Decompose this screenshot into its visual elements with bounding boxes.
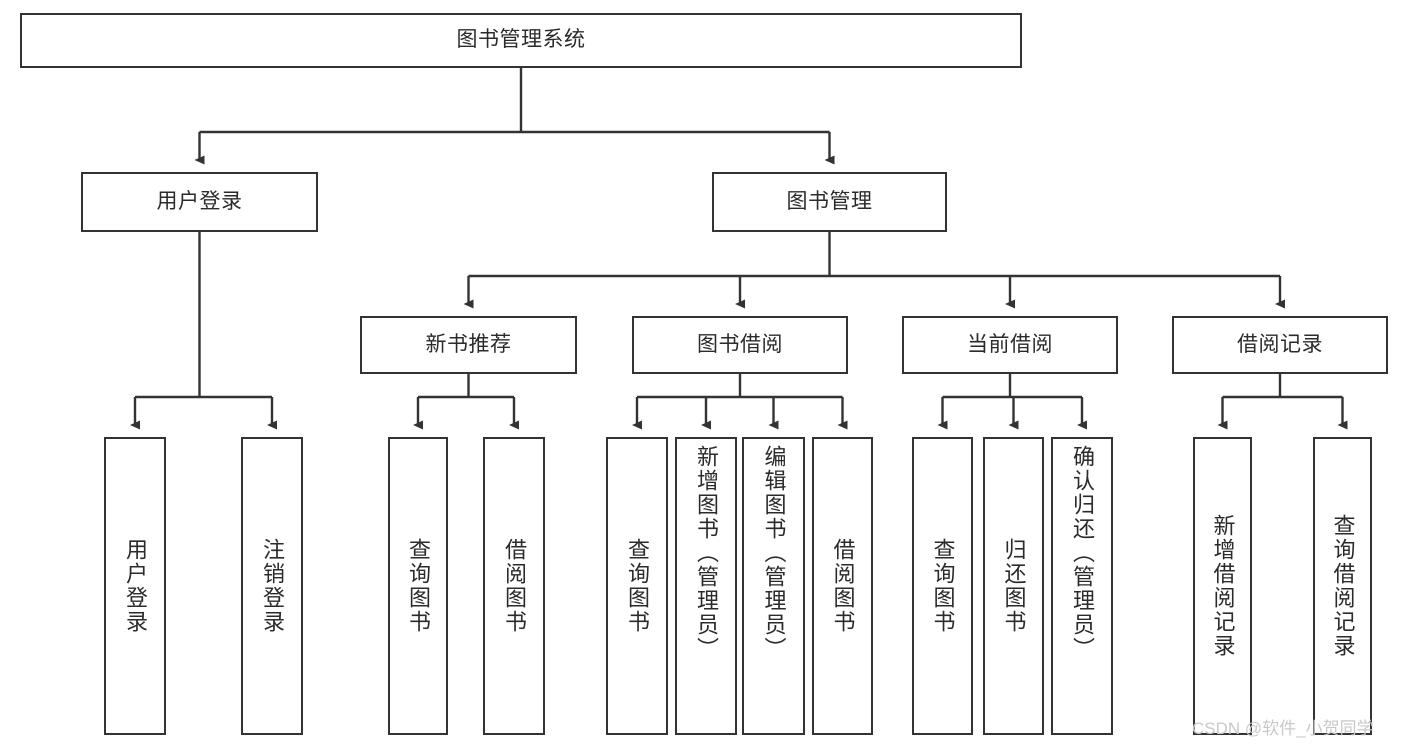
node-label: 查询图书 bbox=[405, 538, 431, 634]
node-leaf-add-book: 新增图书（管理员） bbox=[675, 437, 737, 735]
node-label: 用户登录 bbox=[156, 189, 243, 213]
node-borrow-record: 借阅记录 bbox=[1172, 316, 1388, 374]
node-leaf-confirm-return: 确认归还（管理员） bbox=[1051, 437, 1113, 735]
node-label: 新增图书（管理员） bbox=[693, 445, 719, 661]
node-book-borrow: 图书借阅 bbox=[632, 316, 848, 374]
node-user-login: 用户登录 bbox=[81, 172, 318, 232]
csdn-watermark: CSDN @软件_小贺同学 bbox=[1192, 719, 1374, 738]
node-label: 借阅图书 bbox=[830, 538, 856, 634]
node-label: 图书借阅 bbox=[697, 332, 783, 356]
node-root: 图书管理系统 bbox=[20, 13, 1022, 68]
node-new-book-rec: 新书推荐 bbox=[360, 316, 577, 374]
node-leaf-logout: 注销登录 bbox=[241, 437, 303, 735]
node-label: 图书管理 bbox=[786, 189, 873, 213]
node-label: 用户登录 bbox=[122, 538, 148, 634]
node-leaf-query-record: 查询借阅记录 bbox=[1313, 437, 1372, 735]
node-leaf-borrow-book-1: 借阅图书 bbox=[483, 437, 545, 735]
node-label: 借阅记录 bbox=[1237, 332, 1323, 356]
node-leaf-return-book: 归还图书 bbox=[983, 437, 1044, 735]
node-label: 确认归还（管理员） bbox=[1069, 445, 1095, 661]
node-leaf-user-login: 用户登录 bbox=[104, 437, 166, 735]
node-leaf-query-book-1: 查询图书 bbox=[388, 437, 448, 735]
node-label: 查询图书 bbox=[624, 538, 650, 634]
node-book-manage: 图书管理 bbox=[712, 172, 947, 232]
node-leaf-borrow-book-2: 借阅图书 bbox=[812, 437, 873, 735]
node-leaf-edit-book: 编辑图书（管理员） bbox=[742, 437, 805, 735]
node-label: 注销登录 bbox=[259, 538, 285, 634]
node-leaf-add-record: 新增借阅记录 bbox=[1193, 437, 1252, 735]
node-label: 当前借阅 bbox=[967, 332, 1053, 356]
node-leaf-query-book-2: 查询图书 bbox=[606, 437, 668, 735]
node-label: 新书推荐 bbox=[425, 332, 512, 356]
node-label: 编辑图书（管理员） bbox=[761, 445, 787, 661]
node-leaf-query-book-3: 查询图书 bbox=[912, 437, 973, 735]
node-label: 借阅图书 bbox=[501, 538, 527, 634]
node-label: 查询借阅记录 bbox=[1330, 514, 1356, 658]
node-current-borrow: 当前借阅 bbox=[902, 316, 1118, 374]
node-label: 图书管理系统 bbox=[456, 28, 586, 52]
node-label: 归还图书 bbox=[1001, 538, 1027, 634]
node-label: 查询图书 bbox=[930, 538, 956, 634]
node-label: 新增借阅记录 bbox=[1210, 514, 1236, 658]
